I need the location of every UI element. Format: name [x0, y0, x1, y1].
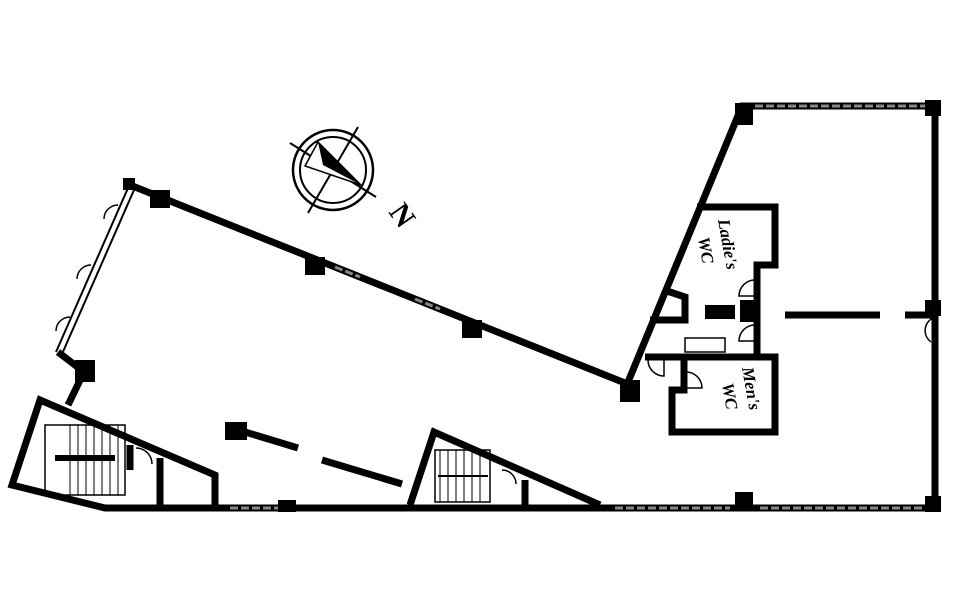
stair-core-middle — [406, 427, 602, 509]
stairs-icon — [434, 449, 491, 503]
ladies-wc-label: Ladie's — [714, 216, 742, 271]
mens-wc-label-line2: WC — [718, 381, 741, 411]
north-label: N — [382, 197, 422, 234]
door-icon — [924, 317, 934, 343]
mens-wc-room: Men's WC — [645, 353, 779, 436]
main-room-walls — [55, 100, 941, 512]
stair-core-left — [7, 395, 219, 512]
ladies-wc-room: Ladie's WC — [650, 203, 779, 355]
ladies-wc-label-line2: WC — [694, 235, 717, 265]
right-block-walls — [624, 102, 939, 508]
compass-icon: N — [289, 126, 422, 234]
stairs-icon — [44, 424, 126, 496]
